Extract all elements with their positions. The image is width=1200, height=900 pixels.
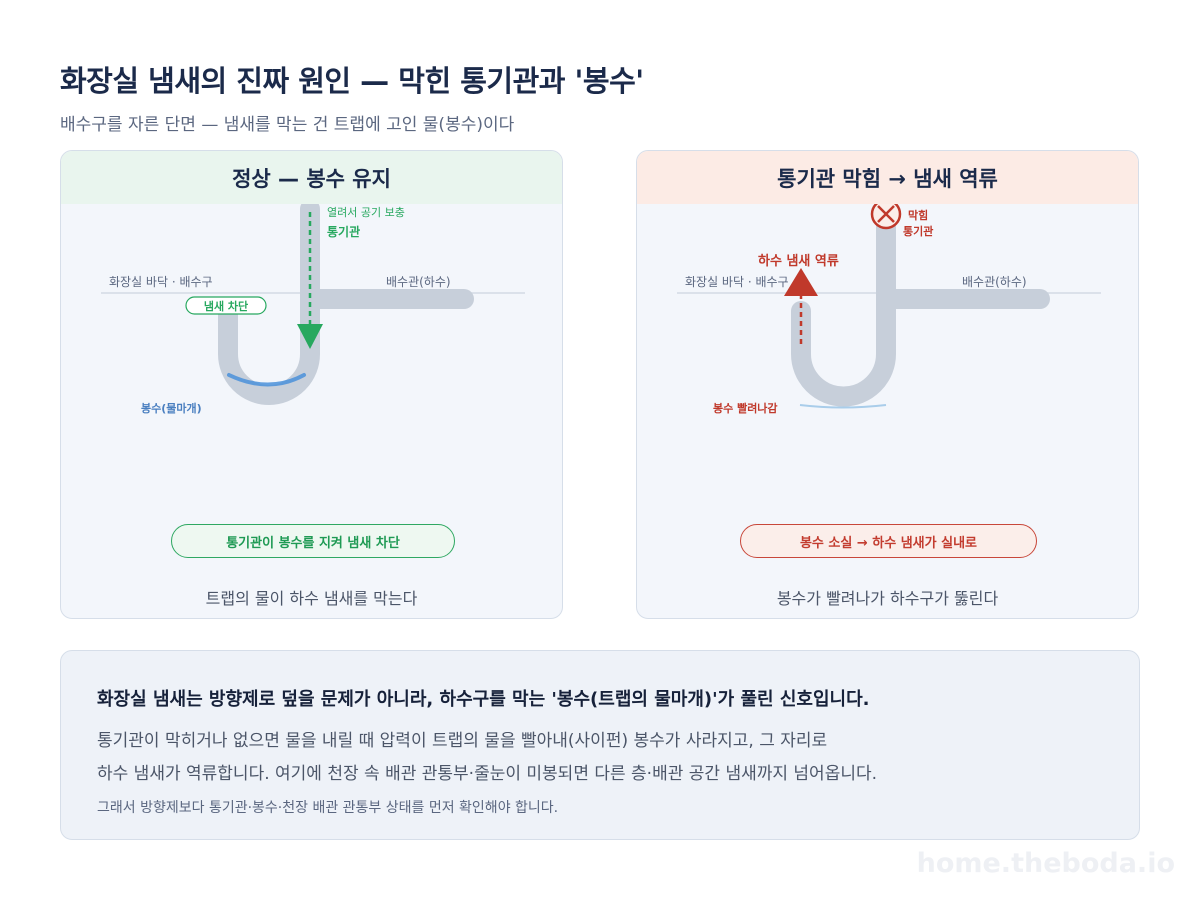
trap-pipe [791, 216, 896, 407]
water-seal [227, 373, 306, 387]
blocked-label-1: 막힘 [908, 208, 928, 222]
blocked-summary-pill: 봉수 소실 → 하수 냄새가 실내로 [740, 524, 1037, 558]
vent-label: 통기관 [327, 224, 360, 239]
page-title: 화장실 냄새의 진짜 원인 — 막힌 통기관과 '봉수' [60, 64, 644, 98]
floor-label: 화장실 바닥 · 배수구 [685, 275, 789, 289]
explanation-body-line-1: 통기관이 막히거나 없으면 물을 내릴 때 압력이 트랩의 물을 빨아내(사이펀… [97, 731, 828, 751]
blocked-caption: 봉수가 빨려나가 하수구가 뚫린다 [776, 589, 999, 608]
trap-pipe [218, 204, 320, 405]
explanation-footer: 그래서 방향제보다 통기관·봉수·천장 배관 관통부 상태를 먼저 확인해야 합… [97, 800, 559, 816]
blocked-trap-diagram: 막힘 통기관 하수 냄새 역류 화장실 바닥 · 배수구 배수관(하수) 봉수 … [677, 204, 1101, 415]
blocked-panel: 통기관 막힘 → 냄새 역류 막힘 통기관 하수 냄새 역류 화장실 바닥 · … [636, 150, 1139, 619]
explanation-box: 화장실 냄새는 방향제로 덮을 문제가 아니라, 하수구를 막는 '봉수(트랩의… [60, 650, 1140, 840]
blocked-panel-title: 통기관 막힘 → 냄새 역류 [637, 151, 1138, 204]
vent-note-label: 열려서 공기 보충 [327, 206, 405, 219]
watermark: home.theboda.io [916, 848, 1175, 879]
drain-pipe-label: 배수관(하수) [386, 275, 451, 289]
explanation-body-line-2: 하수 냄새가 역류합니다. 여기에 천장 속 배관 관통부·줄눈이 미봉되면 다… [97, 764, 878, 784]
block-tag [185, 296, 267, 315]
siphon-label: 봉수 빨려나감 [713, 401, 778, 415]
block-tag-label: 냄새 차단 [204, 299, 248, 313]
water-seal-label: 봉수(물마개) [141, 401, 202, 415]
blocked-label-2: 통기관 [903, 224, 933, 238]
normal-panel-title: 정상 — 봉수 유지 [61, 151, 562, 204]
drain-pipe-label: 배수관(하수) [962, 275, 1027, 289]
normal-trap-diagram: 열려서 공기 보충 통기관 화장실 바닥 · 배수구 배수관(하수) 냄새 차단… [101, 204, 525, 415]
explanation-headline: 화장실 냄새는 방향제로 덮을 문제가 아니라, 하수구를 막는 '봉수(트랩의… [97, 689, 870, 710]
drained-seal [799, 404, 887, 409]
backflow-arrowhead [784, 268, 818, 296]
floor-label: 화장실 바닥 · 배수구 [109, 275, 213, 289]
backflow-label: 하수 냄새 역류 [758, 253, 839, 269]
air-flow-arrowhead [297, 324, 323, 349]
blocked-vent-icon [870, 204, 902, 230]
normal-caption: 트랩의 물이 하수 냄새를 막는다 [205, 589, 418, 608]
normal-summary-pill: 통기관이 봉수를 지켜 냄새 차단 [171, 524, 455, 558]
normal-panel: 정상 — 봉수 유지 열려서 공기 보충 통기관 화장실 바닥 · 배수구 배수… [60, 150, 563, 619]
page-subtitle: 배수구를 자른 단면 — 냄새를 막는 건 트랩에 고인 물(봉수)이다 [60, 115, 515, 135]
